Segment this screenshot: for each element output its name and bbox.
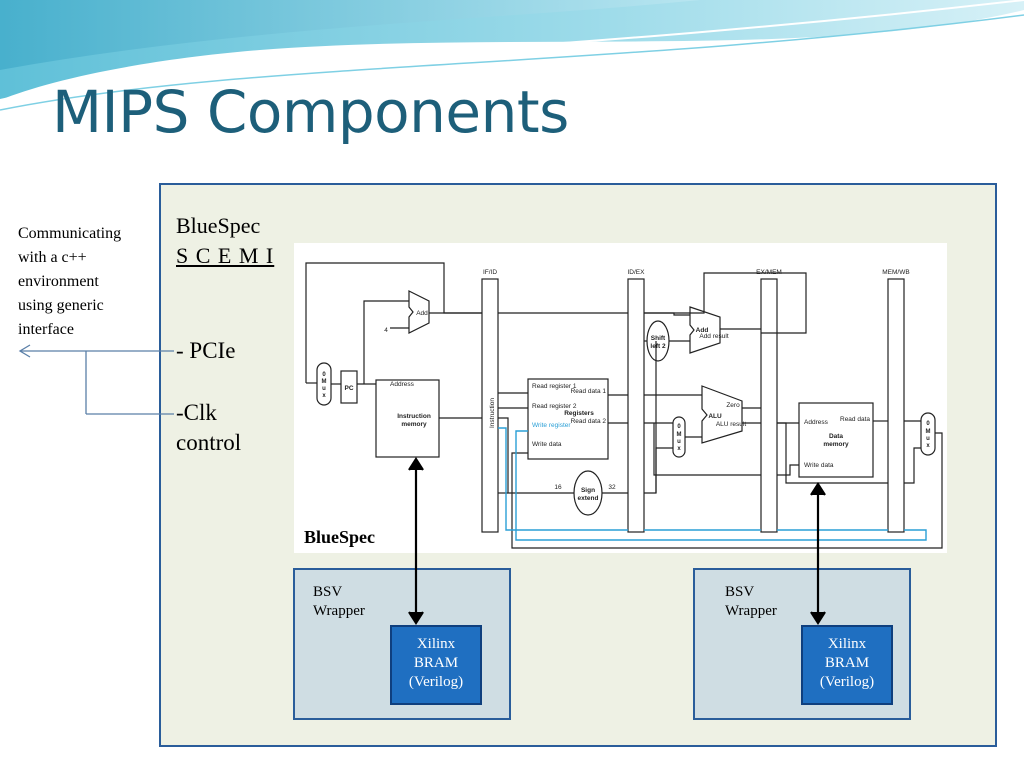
ex-mem-register bbox=[760, 278, 778, 533]
mips-pipeline-diagram: IF/ID ID/EX EX/MEM MEM/WB PC Add 4 Addre… bbox=[294, 243, 947, 553]
branch-adder bbox=[689, 306, 721, 354]
bsv-wrapper-label-line: BSV bbox=[725, 584, 755, 600]
side-note-line: Communicating bbox=[18, 225, 122, 242]
dmem-write-data-label: Write data bbox=[804, 462, 834, 469]
mux-label: 0 bbox=[322, 372, 326, 378]
imem-address-label: Address bbox=[390, 381, 415, 388]
bram-label-line: Xilinx bbox=[827, 636, 867, 652]
side-note-line: environment bbox=[18, 273, 99, 290]
clk-control-label: -Clk control bbox=[176, 400, 242, 455]
bit-width-label: 32 bbox=[608, 484, 616, 491]
stage-label: ID/EX bbox=[628, 269, 646, 276]
bsv-wrapper-label-line: BSV bbox=[313, 584, 343, 600]
sign-extend-label: extend bbox=[578, 495, 599, 502]
sign-extend-label: Sign bbox=[581, 487, 595, 494]
pc-adder bbox=[408, 290, 430, 334]
pc-label: PC bbox=[344, 385, 353, 392]
header-swoosh bbox=[0, 0, 1024, 111]
if-id-register bbox=[481, 278, 499, 533]
stage-label: IF/ID bbox=[483, 269, 497, 276]
bram-label-line: BRAM bbox=[413, 655, 459, 671]
mux-label: M bbox=[322, 379, 327, 385]
stage-label: EX/MEM bbox=[756, 269, 782, 276]
alu-label: ALU bbox=[708, 413, 722, 420]
bram-label-line: (Verilog) bbox=[819, 674, 875, 690]
stage-label: MEM/WB bbox=[882, 269, 909, 276]
instruction-label: Instruction bbox=[489, 398, 496, 428]
scemi-subtitle: S C E M I bbox=[176, 243, 275, 268]
shift-label: Shift bbox=[651, 335, 666, 342]
pcie-label: - PCIe bbox=[176, 338, 236, 363]
branch-adder-label: Add bbox=[696, 327, 709, 334]
bsv-wrapper-label-line: Wrapper bbox=[313, 603, 365, 619]
scemi-title: BlueSpec bbox=[176, 213, 261, 238]
mux-label: x bbox=[677, 446, 681, 452]
register-file bbox=[527, 378, 609, 460]
mem-wb-register bbox=[887, 278, 905, 533]
interface-arrows bbox=[18, 344, 174, 415]
data-memory bbox=[798, 402, 874, 478]
mux-label: 0 bbox=[926, 421, 930, 427]
dmem-read-data-label: Read data bbox=[840, 416, 870, 423]
pc-register bbox=[340, 370, 358, 404]
mux-label: u bbox=[677, 439, 681, 445]
imem-title: Instruction bbox=[397, 413, 431, 420]
mux-label: 0 bbox=[677, 424, 681, 430]
write-data-label: Write data bbox=[532, 441, 562, 448]
bsv-wrapper-label: BSV Wrapper bbox=[725, 583, 777, 621]
bram-label-line: (Verilog) bbox=[408, 674, 464, 690]
bram-label-line: BRAM bbox=[824, 655, 870, 671]
mux-label: M bbox=[926, 429, 931, 435]
alu bbox=[701, 385, 743, 444]
read-data-1-label: Read data 1 bbox=[571, 388, 607, 395]
alu-zero-label: Zero bbox=[726, 402, 740, 409]
read-data-2-label: Read data 2 bbox=[571, 418, 607, 425]
dmem-title: Data bbox=[829, 433, 843, 440]
shift-label: left 2 bbox=[650, 343, 666, 350]
slide-title: MIPS Components bbox=[52, 78, 569, 146]
mux-label: x bbox=[322, 393, 326, 399]
bluespec-label: BlueSpec bbox=[304, 527, 376, 547]
side-note-line: interface bbox=[18, 321, 74, 338]
write-register-label: Write register bbox=[532, 422, 571, 429]
xilinx-bram-left: Xilinx BRAM (Verilog) bbox=[390, 625, 482, 705]
branch-adder-result-label: Add result bbox=[699, 333, 728, 340]
mux-label: M bbox=[677, 432, 682, 438]
side-note: Communicating with a c++ environment usi… bbox=[18, 222, 168, 342]
dmem-address-label: Address bbox=[804, 419, 829, 426]
adder-label: Add bbox=[416, 310, 428, 317]
write-register-path bbox=[498, 427, 927, 541]
imem-title: memory bbox=[401, 421, 427, 428]
constant-four-label: 4 bbox=[384, 327, 388, 334]
alu-result-label: ALU result bbox=[716, 421, 747, 428]
register-file-title: Registers bbox=[564, 410, 594, 417]
id-ex-register bbox=[627, 278, 645, 533]
read-register-2-label: Read register 2 bbox=[532, 403, 577, 410]
writeback-mux bbox=[920, 412, 936, 456]
dmem-title: memory bbox=[823, 441, 849, 448]
mux-label: u bbox=[322, 386, 326, 392]
bram-label-line: Xilinx bbox=[416, 636, 456, 652]
read-register-1-label: Read register 1 bbox=[532, 383, 577, 390]
side-note-line: with a c++ bbox=[18, 249, 87, 266]
pipeline-svg: IF/ID ID/EX EX/MEM MEM/WB PC Add 4 Addre… bbox=[305, 262, 943, 549]
mux-label: u bbox=[926, 436, 930, 442]
xilinx-bram-right: Xilinx BRAM (Verilog) bbox=[801, 625, 893, 705]
side-note-line: using generic bbox=[18, 297, 104, 314]
mux-label: x bbox=[926, 443, 930, 449]
bsv-wrapper-label-line: Wrapper bbox=[725, 603, 777, 619]
bit-width-label: 16 bbox=[554, 484, 562, 491]
bsv-wrapper-label: BSV Wrapper bbox=[313, 583, 365, 621]
